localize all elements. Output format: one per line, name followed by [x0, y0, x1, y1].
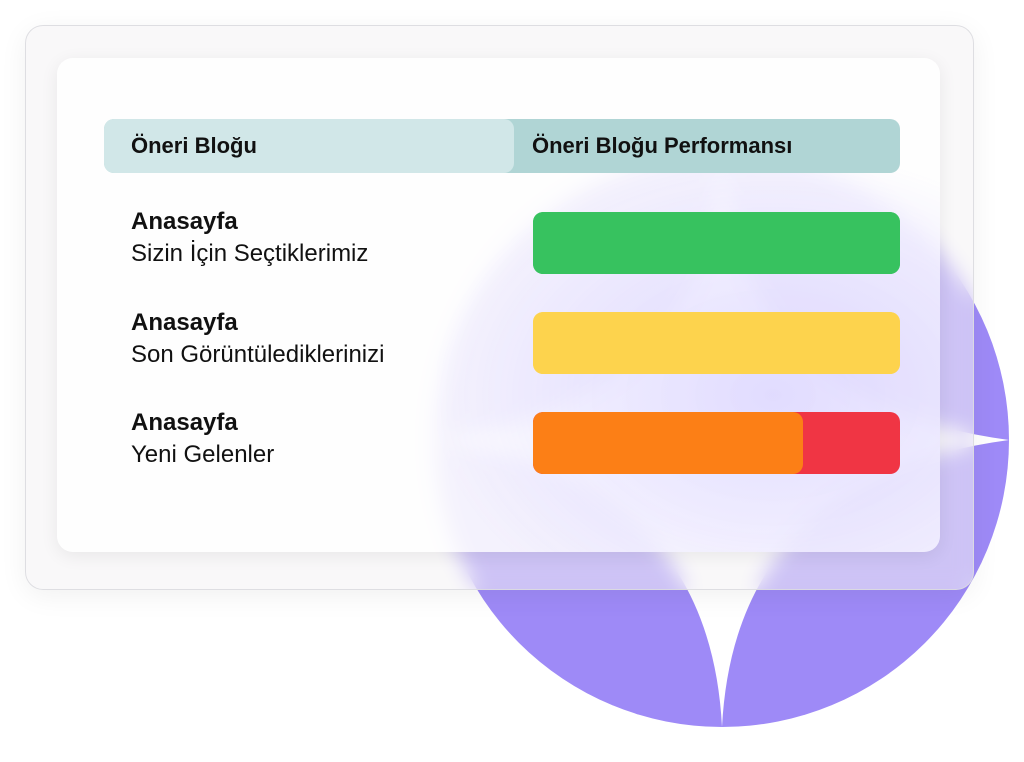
row-block-name: Sizin İçin Seçtiklerimiz: [131, 240, 369, 267]
performance-bar-fill: [533, 412, 803, 474]
header-block-performance: Öneri Bloğu Performansı: [532, 133, 793, 158]
header-recommendation-block: Öneri Bloğu: [104, 119, 514, 173]
row-page-title: Anasayfa: [131, 409, 238, 436]
table-row-label: Anasayfa Son Görüntülediklerinizi: [131, 307, 384, 371]
performance-bar-medium: [533, 312, 900, 374]
performance-bar-high: [533, 212, 900, 274]
table-row-label: Anasayfa Sizin İçin Seçtiklerimiz: [131, 206, 368, 270]
row-page-title: Anasayfa: [131, 208, 238, 235]
performance-bar-fill: [533, 212, 900, 274]
performance-bar-low: [533, 412, 900, 474]
recommendation-performance-card: Öneri Bloğu Öneri Bloğu Performansı Anas…: [57, 58, 940, 552]
row-page-title: Anasayfa: [131, 309, 238, 336]
row-block-name: Son Görüntülediklerinizi: [131, 341, 385, 368]
table-row-label: Anasayfa Yeni Gelenler: [131, 407, 274, 471]
row-block-name: Yeni Gelenler: [131, 441, 275, 468]
table-header: Öneri Bloğu Öneri Bloğu Performansı: [104, 119, 900, 173]
performance-bar-fill: [533, 312, 900, 374]
